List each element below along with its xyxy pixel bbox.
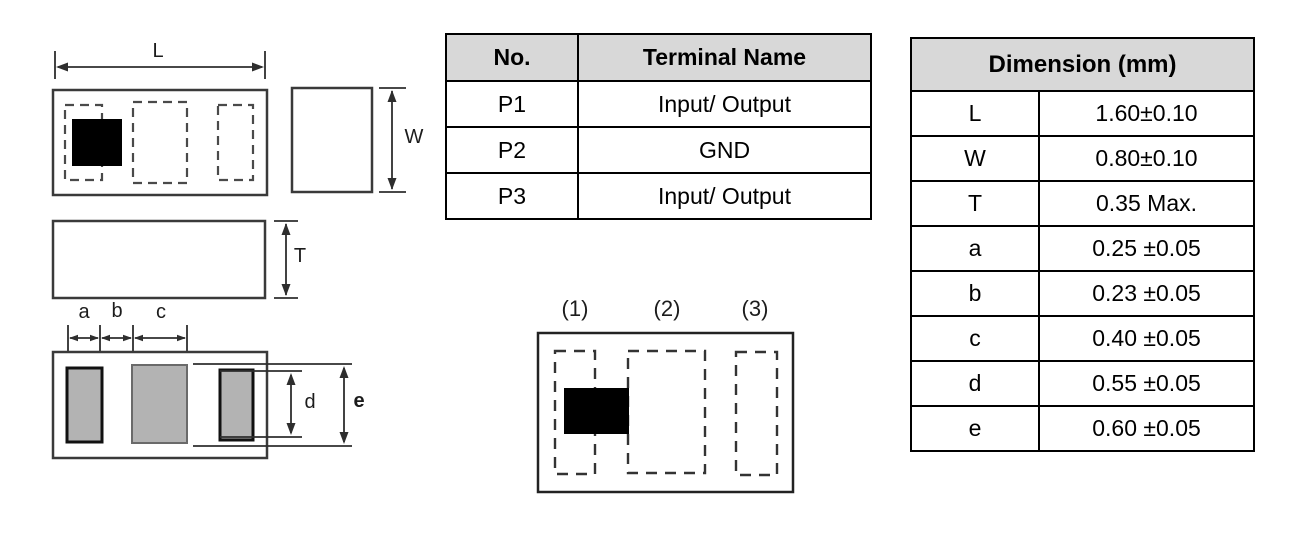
table-row: b 0.23 ±0.05 (910, 270, 1256, 317)
dim-symbol: e (910, 405, 1040, 452)
dim-value: 0.25 ±0.05 (1037, 225, 1256, 272)
label-dim-b: b (111, 300, 123, 322)
table-row: c 0.40 ±0.05 (910, 315, 1256, 362)
de-extension-lines (193, 363, 352, 447)
l-dimension-arrow (54, 51, 266, 79)
arrowhead-up (281, 223, 291, 235)
t-dimension-arrow (274, 220, 298, 299)
arrowhead-down (286, 423, 296, 435)
land-3-dashed-outline (734, 350, 779, 477)
table-row: P1 Input/ Output (445, 80, 872, 128)
label-dim-d: d (304, 391, 316, 413)
dim-symbol: T (910, 180, 1040, 227)
label-dim-c: c (156, 301, 166, 323)
dim-symbol: W (910, 135, 1040, 182)
label-terminal-3: (3) (741, 296, 769, 321)
table-row: W 0.80±0.10 (910, 135, 1256, 182)
dimension-table: Dimension (mm) L 1.60±0.10 W 0.80±0.10 T… (909, 37, 1256, 452)
terminal-no: P3 (445, 172, 579, 220)
arrowhead-up (339, 366, 349, 378)
terminal-3-dashed-outline (216, 103, 255, 182)
bottom-view-drawing (51, 325, 352, 460)
table-row: L 1.60±0.10 (910, 90, 1256, 137)
arrowhead-up (387, 90, 397, 102)
label-width: W (404, 126, 424, 148)
table-row: T 0.35 Max. (910, 180, 1256, 227)
orientation-mark (72, 119, 122, 166)
dim-value: 1.60±0.10 (1037, 90, 1256, 137)
arrowhead-right (252, 62, 264, 72)
label-dim-e: e (353, 390, 365, 412)
arrowhead-down (387, 178, 397, 190)
terminal-table: No. Terminal Name P1 Input/ Output P2 GN… (445, 33, 872, 220)
top-view-drawing (51, 51, 406, 197)
dim-symbol: a (910, 225, 1040, 272)
arrowhead-up (286, 373, 296, 385)
table-row: P3 Input/ Output (445, 172, 872, 220)
terminal-2-dashed-outline (131, 100, 189, 185)
side-view-drawing (51, 219, 298, 300)
terminal-name: GND (577, 126, 872, 174)
terminal-table-header-name: Terminal Name (577, 33, 872, 82)
abc-arrowheads (69, 334, 186, 342)
label-thickness: T (293, 245, 307, 267)
table-row: a 0.25 ±0.05 (910, 225, 1256, 272)
dim-value: 0.23 ±0.05 (1037, 270, 1256, 317)
terminal-table-header-no: No. (445, 33, 579, 82)
dim-value: 0.55 ±0.05 (1037, 360, 1256, 407)
package-outline-side (51, 219, 267, 300)
package-outline-end-view (290, 86, 374, 194)
label-dim-a: a (78, 301, 90, 323)
terminal-no: P2 (445, 126, 579, 174)
dim-value: 0.60 ±0.05 (1037, 405, 1256, 452)
terminal-name: Input/ Output (577, 80, 872, 128)
dimension-table-title: Dimension (mm) (909, 37, 1256, 92)
table-row: P2 GND (445, 126, 872, 174)
arrowhead-left (56, 62, 68, 72)
label-terminal-1: (1) (561, 296, 589, 321)
table-row: d 0.55 ±0.05 (910, 360, 1256, 407)
terminal-table-header-row: No. Terminal Name (445, 33, 872, 82)
pad-3 (218, 368, 255, 442)
dimension-table-header-row: Dimension (mm) (909, 37, 1256, 92)
pad-1 (65, 366, 104, 444)
land-pattern-drawing (536, 331, 795, 494)
label-length: L (152, 40, 164, 62)
terminal-name: Input/ Output (577, 172, 872, 220)
dim-symbol: c (910, 315, 1040, 362)
dim-value: 0.80±0.10 (1037, 135, 1256, 182)
label-terminal-2: (2) (653, 296, 681, 321)
orientation-mark (564, 388, 629, 434)
arrowhead-down (281, 284, 291, 296)
land-2-dashed-outline (626, 349, 707, 475)
dim-symbol: b (910, 270, 1040, 317)
terminal-1-dashed-outline (63, 103, 104, 182)
terminal-no: P1 (445, 80, 579, 128)
dim-value: 0.35 Max. (1037, 180, 1256, 227)
dim-symbol: L (910, 90, 1040, 137)
table-row: e 0.60 ±0.05 (910, 405, 1256, 452)
dim-value: 0.40 ±0.05 (1037, 315, 1256, 362)
arrowhead-down (339, 432, 349, 444)
w-dimension-arrow (379, 87, 406, 193)
pad-2 (131, 364, 188, 444)
dim-symbol: d (910, 360, 1040, 407)
